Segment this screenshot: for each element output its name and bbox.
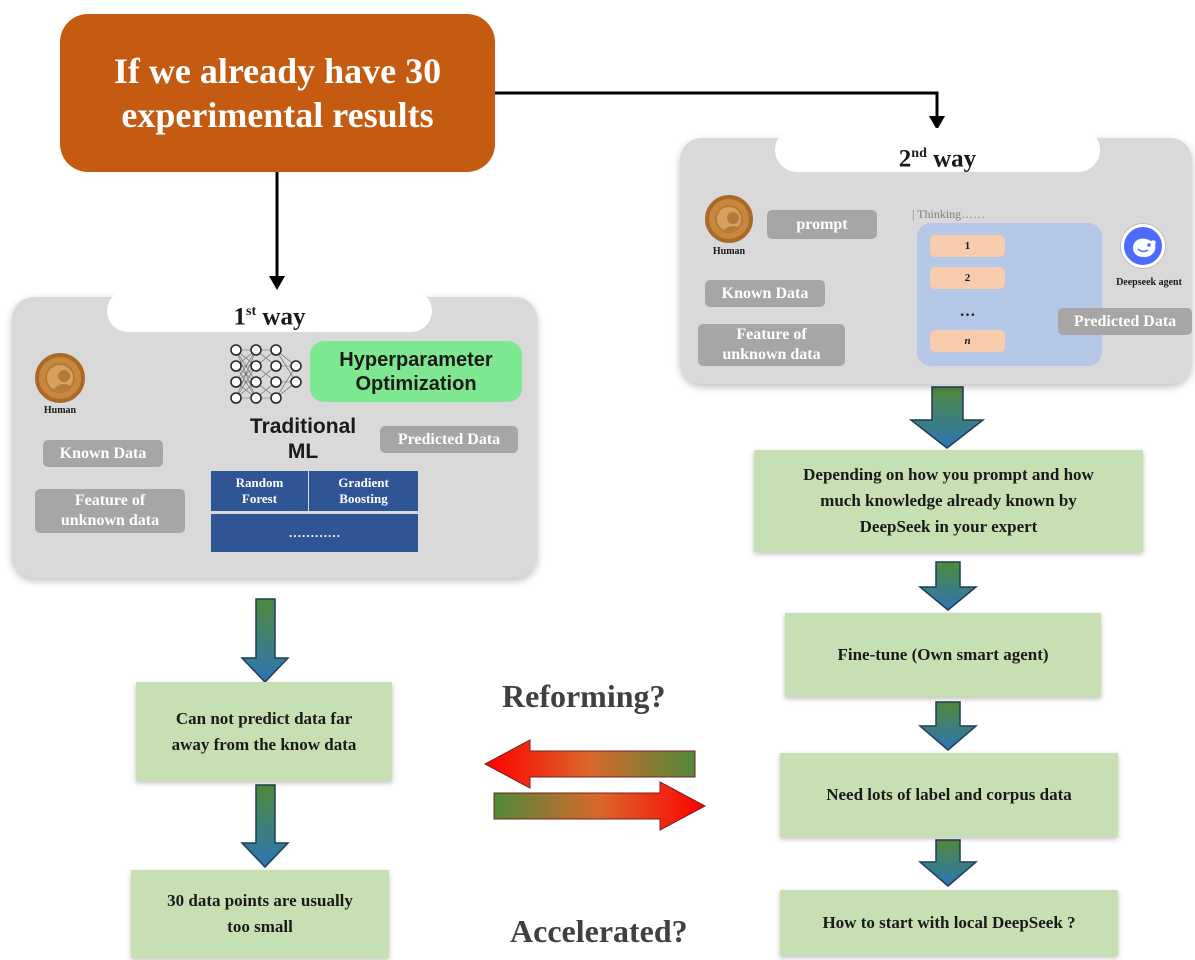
step-item: 2 — [930, 267, 1005, 289]
way1-label: 1st way — [107, 290, 432, 332]
down-arrow-2 — [240, 784, 290, 869]
down-arrow-3 — [908, 386, 986, 449]
known-data-tag-way2: Known Data — [705, 280, 825, 307]
thinking-label: | Thinking…… — [912, 207, 986, 221]
hyperparameter-optimization-box: Hyperparameter Optimization — [310, 341, 522, 402]
title-line2: experimental results — [121, 95, 434, 135]
down-arrow-5 — [917, 701, 979, 751]
left-flow-box-2: 30 data points are usually too small — [131, 870, 389, 958]
human-label-way2: Human — [712, 246, 746, 257]
connector-line-way2 — [495, 91, 945, 130]
left-flow-box-1: Can not predict data far away from the k… — [136, 682, 392, 781]
accelerated-arrow — [493, 781, 707, 831]
reforming-arrow — [483, 739, 696, 789]
title-box: If we already have 30 experimental resul… — [60, 14, 495, 172]
way2-label: 2nd way — [775, 128, 1100, 172]
right-flow-box-2: Fine-tune (Own smart agent) — [785, 613, 1101, 697]
down-arrow-6 — [917, 839, 979, 887]
traditional-ml-title: Traditional ML — [249, 415, 357, 463]
right-flow-box-4: How to start with local DeepSeek ? — [780, 890, 1118, 956]
feature-unknown-tag-way2: Feature of unknown data — [698, 324, 845, 366]
predicted-data-tag-way1: Predicted Data — [380, 426, 518, 453]
reforming-label: Reforming? — [502, 678, 666, 714]
deepseek-agent-label: Deepseek agent — [1116, 277, 1182, 288]
predicted-data-tag-way2: Predicted Data — [1058, 308, 1192, 335]
human-avatar-way2 — [705, 195, 753, 243]
down-arrow-1 — [240, 598, 290, 684]
human-avatar-way1 — [35, 353, 85, 403]
person-icon — [715, 205, 743, 233]
person-icon — [45, 363, 75, 393]
prompt-tag: prompt — [767, 210, 877, 239]
right-flow-box-1: Depending on how you prompt and how much… — [754, 450, 1143, 552]
step-item: 1 — [930, 235, 1005, 257]
down-arrow-4 — [917, 561, 979, 611]
right-flow-box-3: Need lots of label and corpus data — [780, 753, 1118, 837]
step-ellipsis: … — [959, 303, 976, 320]
human-label-way1: Human — [43, 405, 77, 416]
deepseek-logo-icon — [1121, 224, 1165, 268]
feature-unknown-tag-way1: Feature of unknown data — [35, 489, 185, 533]
accelerated-label: Accelerated? — [510, 913, 688, 949]
more-algorithms-cell: ………… — [211, 514, 418, 552]
neural-network-icon — [230, 344, 302, 404]
connector-line-way1 — [269, 172, 285, 290]
known-data-tag-way1: Known Data — [43, 440, 163, 467]
step-item: n — [930, 330, 1005, 352]
title-line1: If we already have 30 — [113, 51, 442, 91]
